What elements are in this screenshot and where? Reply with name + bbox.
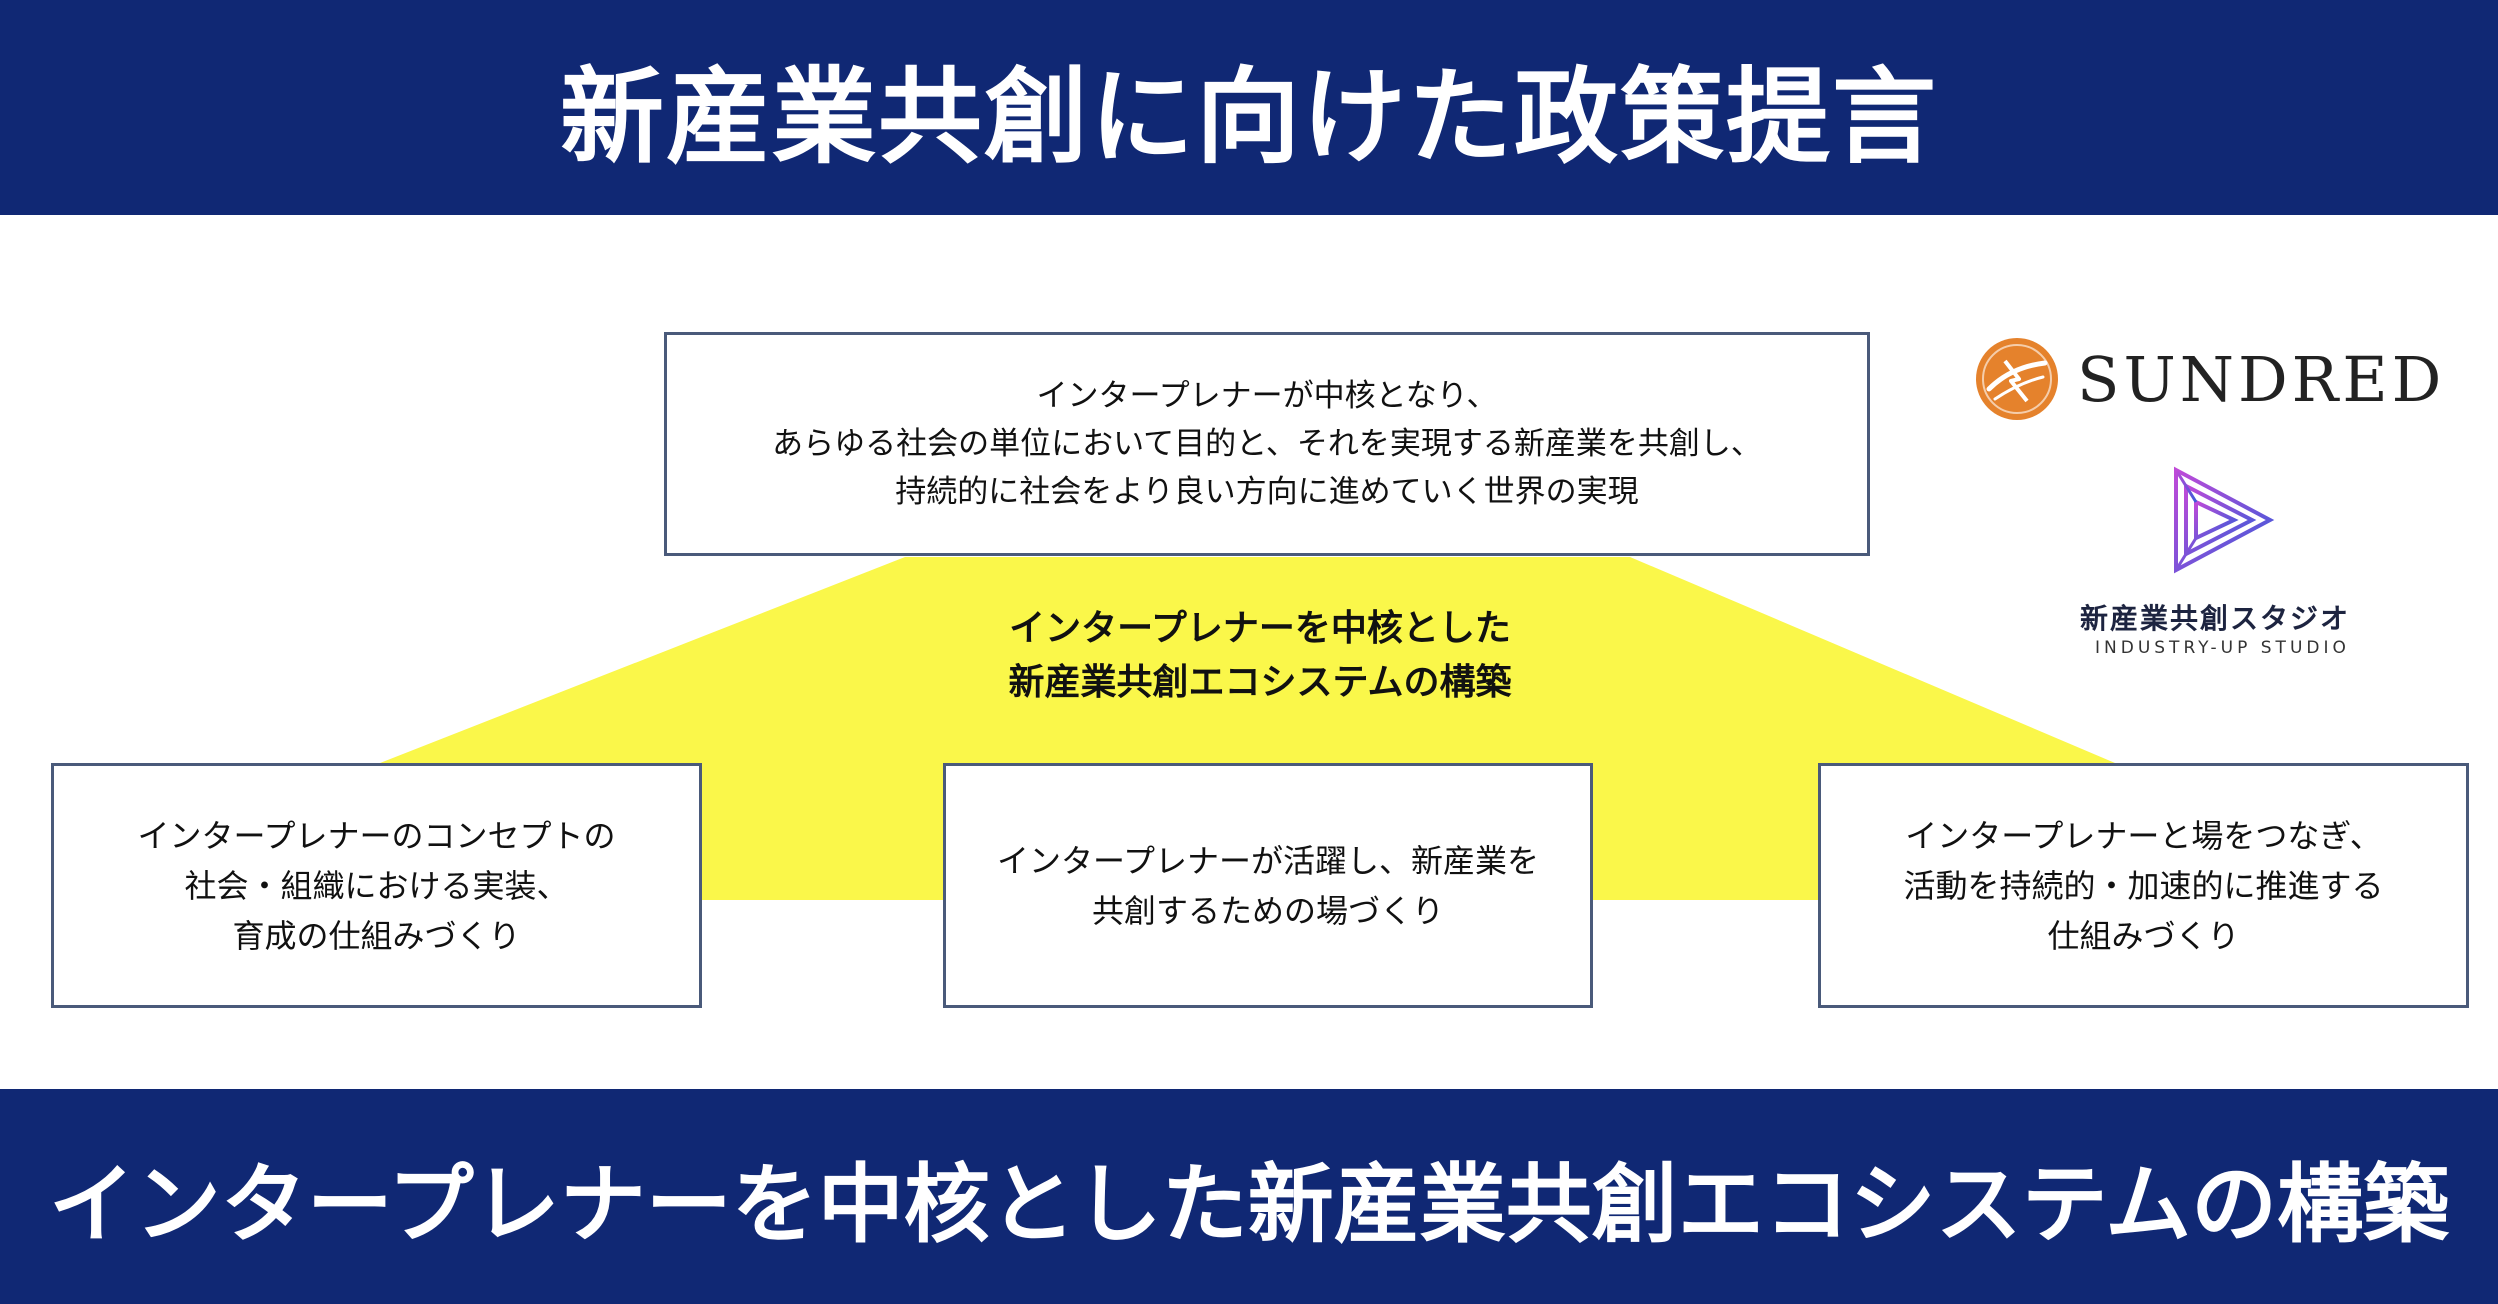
page-title: 新産業共創に向けた政策提言 (559, 56, 1938, 178)
pillar-box-concept: インタープレナーのコンセプトの 社会・組織における実装、 育成の仕組みづくり (51, 763, 702, 1008)
pillar-line: 仕組みづくり (2047, 916, 2240, 955)
vision-line: 持続的に社会をより良い方向に進めていく世界の実現 (895, 474, 1639, 510)
pillar-line: 育成の仕組みづくり (232, 916, 521, 955)
studio-name: 新産業共創スタジオ (2080, 602, 2351, 635)
pillar-line: 共創するための場づくり (1091, 891, 1444, 930)
pillar-box-place: インタープレナーが活躍し、新産業を 共創するための場づくり (943, 763, 1593, 1008)
pillar-line: インタープレナーが活躍し、新産業を (996, 841, 1540, 880)
pillar-line: 活動を持続的・加速的に推進する (1903, 866, 2384, 905)
header-banner: 新産業共創に向けた政策提言 (0, 0, 2498, 215)
vision-line: あらゆる社会の単位において目的と、それを実現する新産業を共創し、 (772, 426, 1762, 462)
studio-play-icon (2174, 466, 2275, 574)
pillar-line: 社会・組織における実装、 (184, 866, 569, 905)
pillar-box-mechanism: インタープレナーと場をつなぎ、 活動を持続的・加速的に推進する 仕組みづくり (1818, 763, 2469, 1008)
ecosystem-title-line: 新産業共創エコシステムの構築 (1008, 662, 1512, 703)
vision-box: インタープレナーが中核となり、 あらゆる社会の単位において目的と、それを実現する… (664, 332, 1870, 556)
pillar-line: インタープレナーのコンセプトの (137, 816, 616, 855)
sundred-wordmark: SUNDRED (2077, 342, 2446, 416)
sundred-logo: SUNDRED (1975, 336, 2445, 422)
vision-line: インタープレナーが中核となり、 (1036, 378, 1498, 414)
ecosystem-title-line: インタープレナーを中核とした (1009, 608, 1511, 649)
sundred-emblem-icon (1976, 338, 2058, 420)
studio-subtitle: INDUSTRY-UP STUDIO (2095, 638, 2350, 658)
yellow-trapezoid-shape (380, 557, 2115, 900)
footer-title: インタープレナーを中核とした新産業共創エコシステムの構築 (48, 1155, 2450, 1255)
footer-banner: インタープレナーを中核とした新産業共創エコシステムの構築 (0, 1089, 2498, 1304)
pillar-line: インタープレナーと場をつなぎ、 (1905, 816, 2382, 855)
ecosystem-title: インタープレナーを中核とした 新産業共創エコシステムの構築 (900, 602, 1620, 710)
